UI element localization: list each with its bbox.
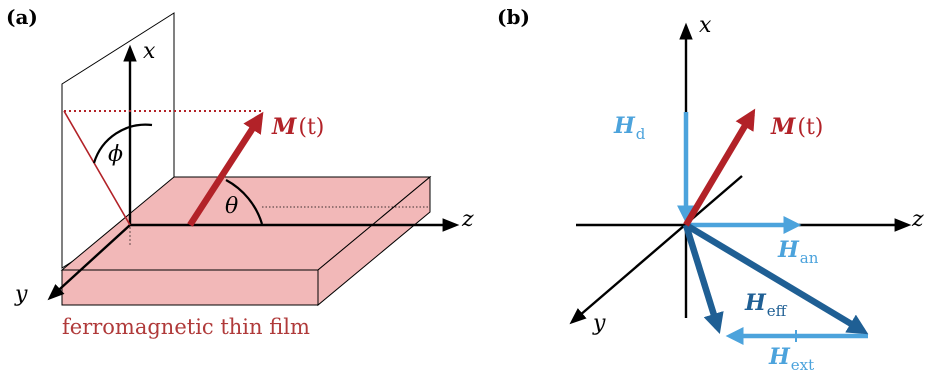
effective-field-arrow bbox=[684, 222, 869, 335]
axis-y-label-a: y bbox=[14, 282, 28, 307]
panel-a: (a) x z y ϕ θ M(t) bbox=[6, 5, 474, 339]
panel-b: (b) x z y M(t) Hd Han Heff bbox=[497, 5, 924, 374]
phi-label: ϕ bbox=[108, 142, 123, 167]
effective-field-label: Heff bbox=[744, 290, 788, 320]
axis-y-label-b: y bbox=[592, 311, 606, 336]
magnetization-label-b: M(t) bbox=[770, 114, 823, 140]
axis-z-label-a: z bbox=[461, 207, 474, 232]
axis-z-label-b: z bbox=[911, 207, 924, 232]
axis-y-a bbox=[47, 224, 131, 301]
panel-b-label: (b) bbox=[497, 5, 530, 29]
external-field-label: Hext bbox=[768, 344, 814, 374]
magnetization-arrow-b bbox=[683, 108, 756, 227]
film-caption: ferromagnetic thin film bbox=[62, 315, 310, 339]
phi-arc bbox=[92, 123, 153, 164]
axis-y-b bbox=[569, 175, 743, 325]
magnetization-label-a: M(t) bbox=[271, 114, 324, 140]
magnetization-arrow-a bbox=[187, 111, 264, 227]
dark-field-arrow-left bbox=[682, 224, 724, 334]
theta-label: θ bbox=[225, 194, 238, 219]
anisotropy-field-label: Han bbox=[777, 237, 819, 267]
phi-projection-line bbox=[63, 110, 131, 226]
axis-x-label-b: x bbox=[699, 13, 712, 38]
axis-x-label-a: x bbox=[143, 39, 156, 64]
film-front-face bbox=[61, 269, 319, 306]
demag-field-label: Hd bbox=[613, 113, 646, 143]
film-side-face bbox=[317, 175, 431, 307]
theta-arc bbox=[225, 179, 264, 225]
panel-a-label: (a) bbox=[6, 5, 38, 29]
